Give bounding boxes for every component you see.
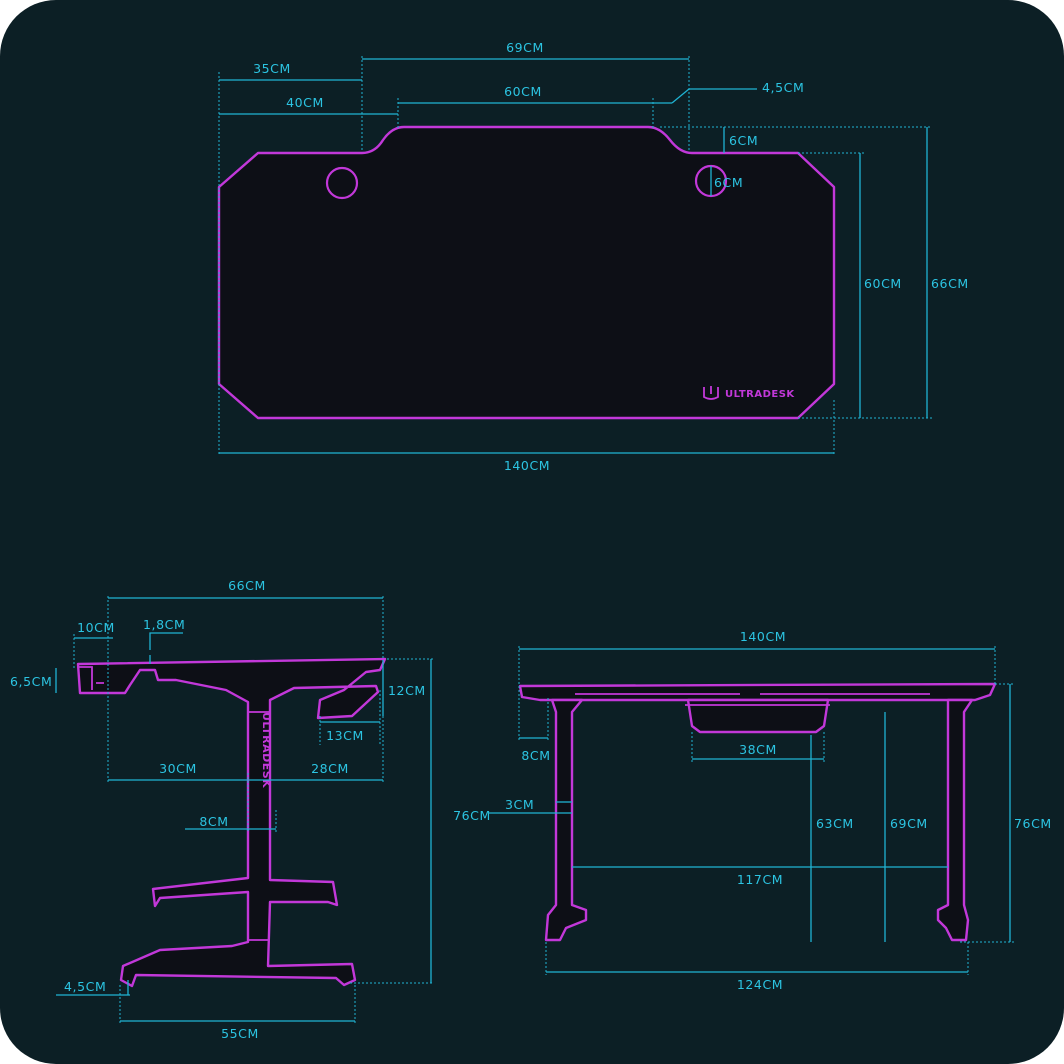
dim-label-8: 8CM: [521, 748, 550, 763]
leader-line: [671, 88, 757, 104]
side-brand-text: ULTRADESK: [260, 712, 273, 788]
dim-label-38: 38CM: [739, 742, 777, 757]
logo-mark-icon: [703, 386, 719, 400]
dim-label-40: 40CM: [286, 95, 324, 110]
dim-label-28: 28CM: [311, 761, 349, 776]
dim-label-13: 13CM: [326, 728, 364, 743]
dim-label-63: 63CM: [816, 816, 854, 831]
dim-label-6-5: 6,5CM: [10, 674, 52, 689]
cable-grommet-left: [325, 166, 359, 200]
top-view: ULTRADESK 69CM 35CM 40CM 60CM 4,5CM 6CM: [217, 40, 969, 473]
dim-label-3: 3CM: [505, 797, 534, 812]
dim-label-6-notch: 6CM: [729, 133, 758, 148]
dim-label-35: 35CM: [253, 61, 291, 76]
dim-label-117: 117CM: [737, 872, 783, 887]
dim-label-76: 76CM: [453, 808, 491, 823]
dim-label-69: 69CM: [890, 816, 928, 831]
dim-label-1-8: 1,8CM: [143, 617, 185, 632]
dim-label-55: 55CM: [221, 1026, 259, 1041]
dim-label-76: 76CM: [1014, 816, 1052, 831]
front-drawer-outline: [686, 698, 830, 734]
dim-label-66: 66CM: [931, 276, 969, 291]
front-detail-lines: [575, 693, 930, 706]
desk-top-outline: [217, 125, 836, 420]
dim-label-124: 124CM: [737, 977, 783, 992]
front-desktop-outline: [518, 682, 997, 702]
leader-line: [149, 632, 183, 650]
dim-label-30: 30CM: [159, 761, 197, 776]
front-view: 140CM 8CM 38CM 3CM 63CM 69CM 76CM 117CM …: [488, 629, 1052, 992]
front-leg-right: [936, 698, 974, 942]
side-clamp-detail: [78, 666, 104, 690]
side-frame-outline: [76, 657, 387, 988]
dim-label-66: 66CM: [228, 578, 266, 593]
dim-label-60-width: 60CM: [504, 84, 542, 99]
side-view: ULTRADESK 66CM 10CM 1,8CM 6,5CM 12CM 13C…: [10, 578, 491, 1041]
dim-label-8: 8CM: [199, 814, 228, 829]
brand-text: ULTRADESK: [725, 389, 795, 400]
side-support-detail: [248, 711, 270, 941]
front-leg-left: [544, 698, 588, 942]
dim-label-10: 10CM: [77, 620, 115, 635]
dim-label-6-hole: 6CM: [714, 175, 743, 190]
dim-label-60-depth: 60CM: [864, 276, 902, 291]
dim-label-12: 12CM: [388, 683, 426, 698]
dim-label-140: 140CM: [740, 629, 786, 644]
dim-label-140: 140CM: [504, 458, 550, 473]
brand-logo-top: ULTRADESK: [703, 386, 795, 400]
dim-label-69: 69CM: [506, 40, 544, 55]
dim-label-4-5: 4,5CM: [762, 80, 804, 95]
dim-label-4-5: 4,5CM: [64, 979, 106, 994]
